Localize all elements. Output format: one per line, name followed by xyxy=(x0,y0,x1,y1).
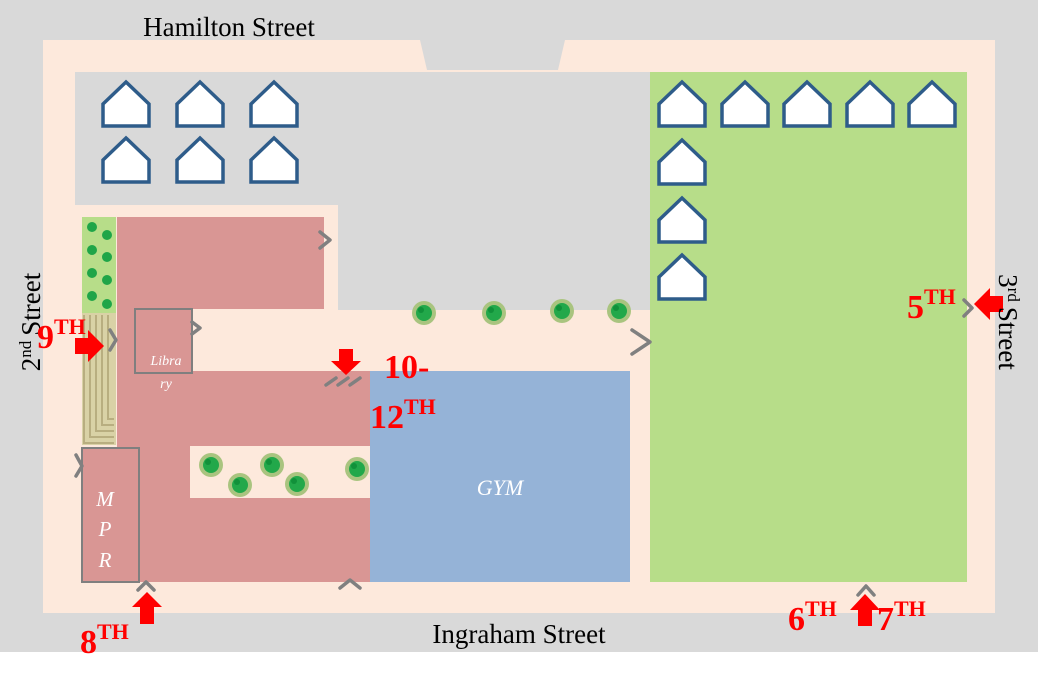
entrance-label-10-line1: 10- xyxy=(384,349,429,386)
library xyxy=(134,308,193,374)
parking-lot xyxy=(75,72,650,310)
gym-label: GYM xyxy=(477,475,525,500)
courtyard-trees xyxy=(199,299,631,497)
portable-icon xyxy=(249,79,299,128)
entrance-label-6th: 6TH xyxy=(788,596,837,638)
entrance-arrow-icon xyxy=(75,330,104,362)
entrance-arrows xyxy=(75,288,1003,626)
entrance-label-5th: 5TH xyxy=(907,284,956,326)
tree-icon xyxy=(607,299,631,323)
bush-icon xyxy=(87,291,97,301)
portable-icon xyxy=(249,135,299,184)
garden-bushes xyxy=(87,222,112,309)
door-icon xyxy=(318,230,332,250)
door-icon xyxy=(108,328,118,352)
bush-icon xyxy=(87,268,97,278)
street-east-number: 3 xyxy=(993,274,1023,288)
street-west-name: Street xyxy=(16,272,46,335)
mpr-label-r: R xyxy=(98,548,112,572)
playing-field xyxy=(650,72,967,582)
entrance-arrow-icon xyxy=(132,592,162,624)
portable-icon xyxy=(782,79,832,128)
gym xyxy=(370,371,630,582)
portable-classrooms xyxy=(101,79,957,301)
tree-icon xyxy=(345,457,369,481)
entrance-label-9th: 9TH xyxy=(37,314,86,356)
door-icon xyxy=(962,298,974,318)
portable-icon xyxy=(657,252,707,301)
entrance-arrow-icon xyxy=(850,594,880,626)
bush-icon xyxy=(102,299,112,309)
door-markers xyxy=(74,230,974,597)
street-north: Hamilton Street xyxy=(143,12,315,42)
ramp xyxy=(82,313,116,445)
bush-icon xyxy=(102,275,112,285)
portable-icon xyxy=(657,79,707,128)
mpr-label-m: M xyxy=(95,487,115,511)
portable-icon xyxy=(175,135,225,184)
entrance-label-8th: 8TH xyxy=(80,619,129,661)
tree-icon xyxy=(228,473,252,497)
entrance-arrow-icon xyxy=(974,288,1003,320)
portable-icon xyxy=(720,79,770,128)
street-west: 2nd Street xyxy=(16,272,46,371)
door-icon xyxy=(136,580,156,592)
portable-icon xyxy=(907,79,957,128)
portable-icon xyxy=(101,135,151,184)
street-west-suffix: nd xyxy=(16,340,35,358)
portable-icon xyxy=(657,137,707,186)
bush-icon xyxy=(87,245,97,255)
street-west-number: 2 xyxy=(16,358,46,372)
tree-icon xyxy=(285,472,309,496)
mpr-label-p: P xyxy=(98,517,112,541)
mpr xyxy=(81,447,140,583)
portable-icon xyxy=(657,195,707,244)
portable-icon xyxy=(175,79,225,128)
tree-icon xyxy=(482,301,506,325)
door-icon xyxy=(856,584,876,597)
street-east: 3rdStreet xyxy=(993,274,1023,370)
bush-icon xyxy=(102,252,112,262)
entrance-arrow-icon xyxy=(331,349,361,375)
library-label-line1: Libra xyxy=(149,354,181,369)
street-east-suffix: rd xyxy=(1004,288,1023,303)
street-east-name: Street xyxy=(993,307,1023,370)
portable-icon xyxy=(845,79,895,128)
library-label-line2: ry xyxy=(160,377,172,392)
door-icon xyxy=(338,578,362,590)
tree-icon xyxy=(412,301,436,325)
door-icon xyxy=(630,328,652,356)
portable-icon xyxy=(101,79,151,128)
street-south: Ingraham Street xyxy=(432,619,606,649)
bush-icon xyxy=(87,222,97,232)
tree-icon xyxy=(199,453,223,477)
door-icon xyxy=(324,376,362,387)
tree-icon xyxy=(550,299,574,323)
entrance-label-12th: 12TH xyxy=(370,394,436,436)
entrance-label-7th: 7TH xyxy=(877,596,926,638)
garden-strip xyxy=(82,217,116,313)
door-icon xyxy=(74,453,84,478)
bush-icon xyxy=(102,230,112,240)
door-icon xyxy=(190,320,202,336)
tree-icon xyxy=(260,453,284,477)
